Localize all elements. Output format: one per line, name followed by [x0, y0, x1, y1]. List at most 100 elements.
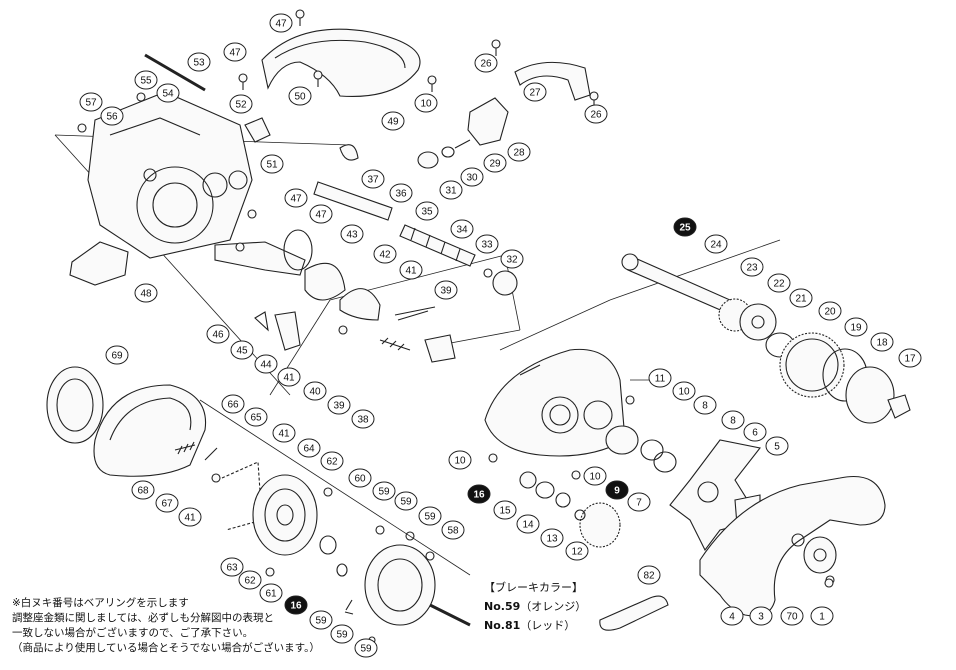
- callout-54: 54: [156, 83, 180, 103]
- callout-66: 66: [221, 394, 245, 414]
- callout-12: 12: [565, 541, 589, 561]
- callout-62: 62: [320, 451, 344, 471]
- callout-number: 46: [212, 330, 224, 341]
- callout-bubble: [414, 93, 438, 113]
- callout-number: 19: [850, 323, 862, 334]
- callout-number: 70: [786, 612, 798, 623]
- callout-bubble: [493, 500, 517, 520]
- callout-13: 13: [540, 528, 564, 548]
- callout-number: 43: [346, 230, 358, 241]
- callout-43: 43: [340, 224, 364, 244]
- callout-34: 34: [450, 219, 474, 239]
- callout-57: 57: [79, 92, 103, 112]
- callout-16: 16: [467, 484, 491, 504]
- wrench-illustration: [599, 595, 669, 631]
- callout-number: 20: [824, 307, 836, 318]
- top-cover-illustration: [261, 28, 421, 98]
- note-washer-cont: 一致しない場合がございますので、ご了承下さい。: [12, 627, 254, 639]
- callout-bubble: [320, 451, 344, 471]
- callout-bubble: [156, 83, 180, 103]
- callout-59: 59: [418, 506, 442, 526]
- callout-number: 8: [730, 416, 736, 427]
- callout-4: 4: [720, 606, 744, 626]
- callout-number: 40: [309, 387, 321, 398]
- callout-36: 36: [389, 183, 413, 203]
- brake-color-title: 【ブレーキカラー】: [484, 581, 583, 594]
- callout-59: 59: [372, 481, 396, 501]
- callout-28: 28: [507, 142, 531, 162]
- main-frame-illustration: [87, 91, 253, 259]
- callout-69: 69: [105, 345, 129, 365]
- callout-bubble: [467, 484, 491, 504]
- callout-45: 45: [230, 340, 254, 360]
- callout-bubble: [450, 219, 474, 239]
- callout-8: 8: [721, 410, 745, 430]
- callout-bubble: [155, 493, 179, 513]
- callout-bubble: [105, 345, 129, 365]
- callout-bubble: [767, 273, 791, 293]
- callout-58: 58: [441, 520, 465, 540]
- callout-number: 7: [636, 498, 642, 509]
- callout-bubble: [389, 183, 413, 203]
- callout-number: 26: [590, 110, 602, 121]
- callout-bubble: [394, 491, 418, 511]
- callout-bubble: [178, 507, 202, 527]
- callout-number: 61: [265, 589, 277, 600]
- callout-number: 16: [290, 601, 302, 612]
- callout-59: 59: [394, 491, 418, 511]
- callout-number: 68: [137, 486, 149, 497]
- callout-number: 6: [752, 428, 758, 439]
- callout-bubble: [134, 70, 158, 90]
- callout-bubble: [238, 570, 262, 590]
- bearing-knob-illustration: [519, 425, 677, 548]
- callout-number: 31: [445, 186, 457, 197]
- callout-26: 26: [584, 104, 608, 124]
- callout-55: 55: [134, 70, 158, 90]
- callout-bubble: [277, 367, 301, 387]
- callout-bubble: [523, 82, 547, 102]
- callout-33: 33: [475, 234, 499, 254]
- callout-number: 56: [106, 112, 118, 123]
- callout-5: 5: [765, 436, 789, 456]
- note-usage: （商品により使用している場合とそうでない場合がございます。）: [12, 642, 320, 654]
- callout-53: 53: [187, 52, 211, 72]
- callout-bubble: [441, 520, 465, 540]
- callout-bubble: [870, 332, 894, 352]
- callout-59: 59: [330, 624, 354, 644]
- callout-bubble: [340, 224, 364, 244]
- callout-number: 60: [354, 474, 366, 485]
- callout-1: 1: [810, 606, 834, 626]
- callout-37: 37: [361, 169, 385, 189]
- callout-bubble: [810, 606, 834, 626]
- callout-bubble: [483, 153, 507, 173]
- callout-9: 9: [605, 480, 629, 500]
- callout-bubble: [373, 244, 397, 264]
- callout-number: 10: [589, 472, 601, 483]
- callout-number: 47: [290, 194, 302, 205]
- brake-part-no: No.59: [484, 600, 521, 613]
- callout-23: 23: [740, 257, 764, 277]
- callout-16: 16: [284, 595, 308, 615]
- callout-bubble: [309, 204, 333, 224]
- callout-number: 39: [333, 401, 345, 412]
- callout-number: 25: [679, 223, 691, 234]
- callout-number: 42: [379, 250, 391, 261]
- callout-bubble: [220, 557, 244, 577]
- callout-number: 10: [678, 387, 690, 398]
- callout-7: 7: [627, 492, 651, 512]
- callout-bubble: [627, 492, 651, 512]
- callout-bubble: [284, 595, 308, 615]
- callout-number: 21: [795, 294, 807, 305]
- callout-82: 82: [637, 565, 661, 585]
- drive-gear-set-illustration: [621, 253, 911, 424]
- callout-22: 22: [767, 273, 791, 293]
- callout-15: 15: [493, 500, 517, 520]
- callout-number: 35: [421, 207, 433, 218]
- left-side-plate-illustration: [46, 366, 471, 644]
- callout-number: 34: [456, 225, 468, 236]
- callout-bubble: [259, 583, 283, 603]
- brake-color-name: （レッド）: [520, 619, 576, 632]
- callout-bubble: [749, 606, 773, 626]
- callout-number: 63: [226, 563, 238, 574]
